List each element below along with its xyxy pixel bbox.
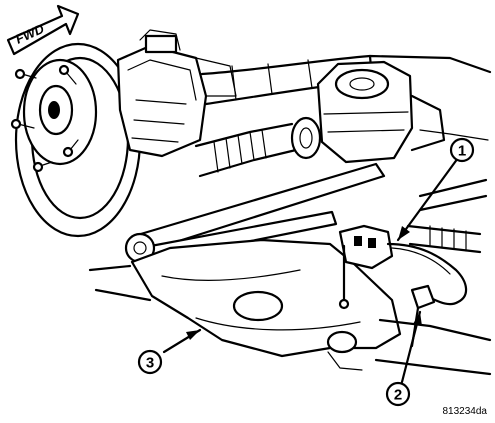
wiring-harness	[386, 242, 468, 348]
tie-rod-boot	[406, 178, 488, 254]
callout-2: 2	[385, 310, 422, 407]
callout-1-number: 1	[458, 143, 466, 160]
callout-3: 3	[137, 328, 202, 375]
callout-3-number: 3	[146, 355, 154, 372]
wheel-studs	[10, 64, 79, 173]
callout-2-number: 2	[394, 387, 402, 404]
subframe	[88, 129, 492, 376]
knuckle-assembly	[116, 29, 237, 158]
figure-id: 813234da	[442, 406, 488, 417]
callout-1: 1	[396, 137, 475, 242]
shock-mount	[316, 60, 446, 164]
lower-control-arm	[130, 238, 402, 371]
height-sensor	[338, 224, 394, 310]
drive-shaft	[194, 116, 322, 178]
